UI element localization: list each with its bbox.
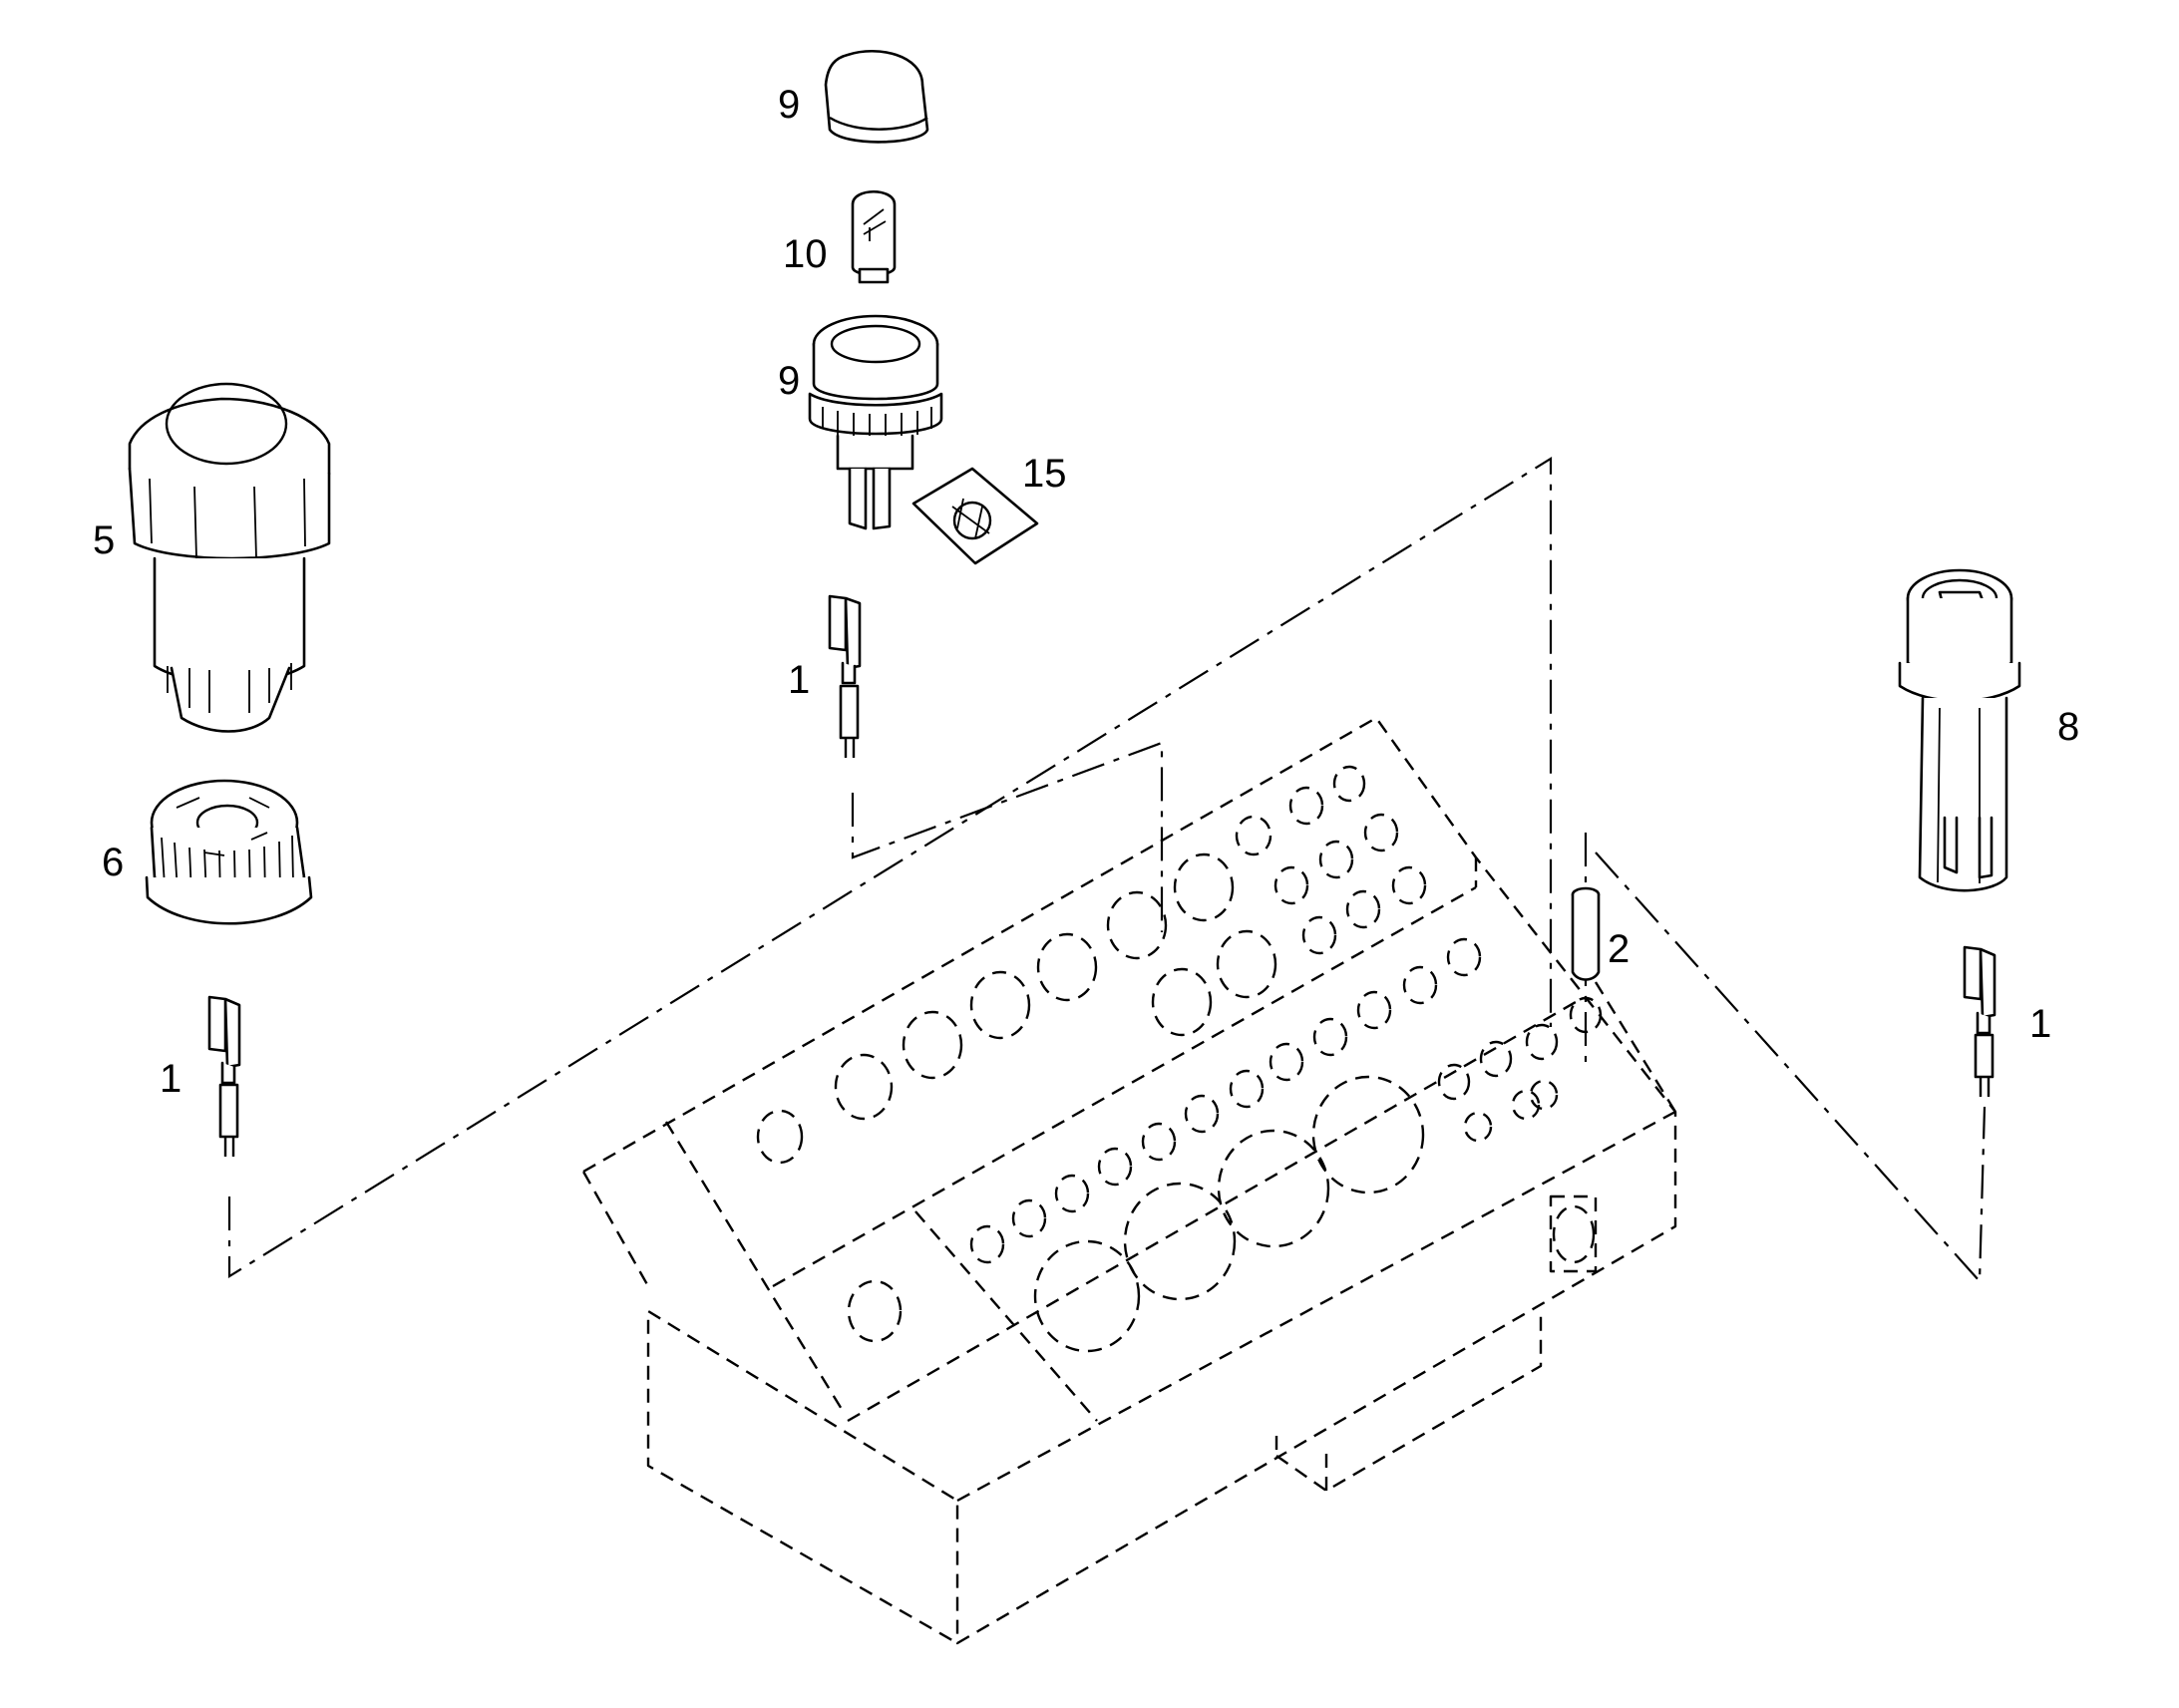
callout-10: 10 bbox=[783, 232, 828, 276]
assembly-lines bbox=[227, 457, 1987, 1284]
console-base-block bbox=[1274, 1316, 1543, 1493]
part-collar-ring bbox=[145, 779, 313, 925]
callout-5: 5 bbox=[93, 518, 115, 562]
callout-1-left: 1 bbox=[160, 1057, 182, 1101]
part-connector-left bbox=[207, 995, 241, 1157]
part-push-button bbox=[128, 382, 331, 733]
callout-1-right: 1 bbox=[2029, 1002, 2051, 1046]
console-holes bbox=[756, 765, 1603, 1353]
part-connector-right bbox=[1963, 945, 1997, 1097]
assembly-line-right-connector bbox=[1595, 852, 1987, 1284]
part-spacer bbox=[1571, 886, 1601, 981]
callouts: 9 10 9 15 5 1 8 6 2 1 1 bbox=[93, 83, 2079, 1101]
callout-9-cap: 9 bbox=[778, 83, 800, 127]
assembly-line-left-connector bbox=[227, 457, 1553, 1278]
assembly-line-center-connector bbox=[851, 741, 1164, 932]
console-panel-lines bbox=[664, 857, 1677, 1423]
part-lamp-holder bbox=[808, 314, 943, 530]
callout-1-center: 1 bbox=[788, 658, 810, 702]
callout-9-holder: 9 bbox=[778, 359, 800, 403]
callout-6: 6 bbox=[102, 841, 124, 884]
callout-15: 15 bbox=[1022, 452, 1067, 496]
console-outline bbox=[581, 716, 1677, 1645]
control-panel-console bbox=[581, 716, 1677, 1645]
part-label-15 bbox=[911, 467, 1039, 565]
part-connector-center bbox=[828, 594, 862, 758]
part-selector-switch bbox=[1898, 568, 2021, 892]
part-bulb bbox=[851, 190, 897, 284]
part-lens-cap bbox=[824, 49, 929, 144]
callout-2: 2 bbox=[1608, 927, 1630, 971]
callout-8: 8 bbox=[2057, 705, 2079, 749]
